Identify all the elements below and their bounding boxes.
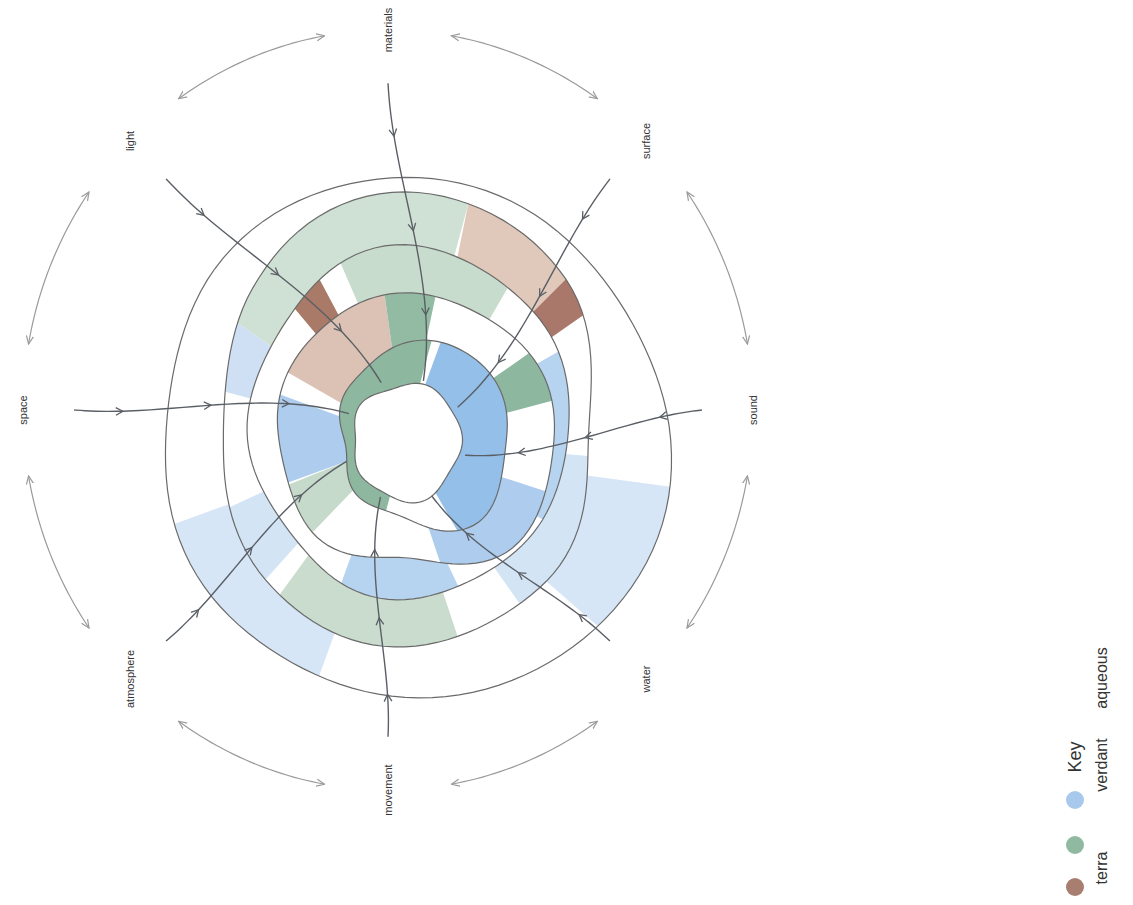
axis-label: light [123, 129, 136, 153]
arrowhead [271, 268, 279, 275]
arrowhead [540, 288, 547, 296]
double-arrow-arc [451, 36, 597, 99]
arrowhead [408, 223, 416, 231]
arrowhead [282, 399, 289, 407]
legend-label: aqueous [1093, 645, 1111, 710]
legend-swatch [1066, 878, 1084, 896]
double-arrow-arcs [29, 36, 748, 784]
arrowhead [376, 618, 384, 625]
inward-arrow [166, 461, 347, 641]
double-arrow-arc [687, 192, 747, 344]
axis-label: surface [640, 121, 653, 161]
arrowhead [518, 573, 526, 580]
arrowhead [196, 208, 204, 215]
inward-arrow [74, 403, 349, 414]
double-arrow-arc [451, 721, 597, 784]
inward-arrow [458, 179, 610, 407]
arrowhead [579, 615, 587, 622]
arrowhead [294, 495, 302, 503]
inward-arrow [375, 497, 389, 737]
axis-label: sound [747, 393, 760, 427]
arrowhead [660, 412, 668, 419]
arrowhead [116, 408, 123, 416]
axis-label: space [17, 393, 30, 426]
legend-swatch [1066, 836, 1084, 854]
axis-label: atmosphere [123, 648, 136, 710]
legend-label: verdant [1093, 736, 1111, 793]
arrowhead [191, 610, 199, 618]
legend-heading: Key [1065, 739, 1085, 774]
inward-arrow [432, 496, 610, 641]
arrowhead [582, 211, 589, 219]
arrowhead [384, 694, 392, 701]
ring-outline [223, 192, 591, 647]
double-arrow-arc [179, 36, 325, 99]
legend-label: terra [1093, 850, 1111, 887]
inward-arrows [74, 83, 702, 737]
legend-swatch [1066, 791, 1084, 809]
ring-outline [339, 340, 507, 531]
inward-arrow [465, 410, 702, 456]
arrowhead [422, 308, 430, 315]
double-arrow-arc [179, 721, 325, 784]
arrowhead [204, 402, 211, 410]
arrowhead [466, 533, 474, 541]
axis-label: materials [382, 6, 395, 55]
double-arrow-arc [687, 476, 747, 628]
ring-outline [355, 383, 463, 503]
inward-arrow [166, 179, 381, 383]
ring-outline [247, 245, 569, 600]
arrowhead [585, 432, 593, 439]
axis-label: movement [382, 762, 395, 817]
inward-arrow [388, 83, 427, 381]
arrowhead [518, 448, 525, 456]
arrowhead [334, 323, 342, 331]
arrowhead [389, 129, 397, 137]
double-arrow-arc [29, 192, 89, 344]
arrowhead [244, 548, 251, 556]
arrowhead [371, 550, 379, 557]
arrowhead [498, 355, 505, 363]
band-segment [533, 279, 583, 337]
double-arrow-arc [29, 476, 89, 628]
ring-outline [277, 293, 554, 564]
axis-label: water [640, 663, 653, 694]
